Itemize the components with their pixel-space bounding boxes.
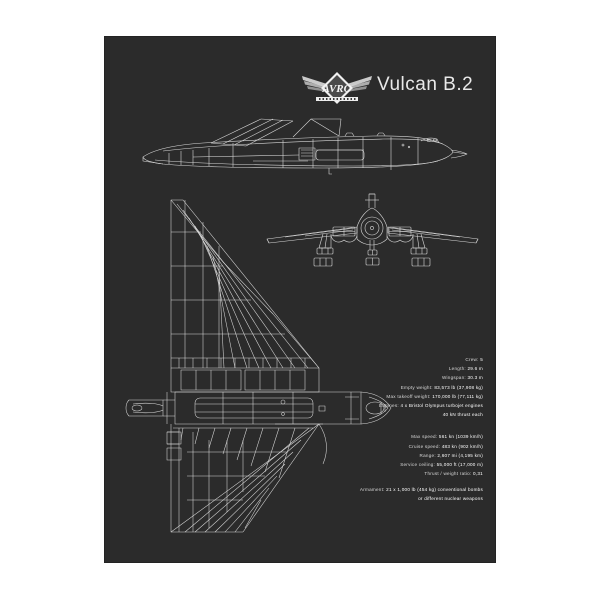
spec-group-performance: Max speed: 561 kn (1039 km/h) Cruise spe… [285, 432, 483, 478]
spec-cruise-speed-key: Cruise speed: [408, 443, 441, 449]
spec-service-ceiling: Service ceiling: 55,000 ft (17,000 m) [285, 460, 483, 469]
spec-wingspan-key: Wingspan: [441, 375, 466, 381]
spec-max-takeoff-weight-key: Max takeoff weight: [386, 393, 431, 399]
spec-thrust-weight-ratio: Thrust / weight ratio: 0,31 [285, 469, 483, 478]
spec-empty-weight-key: Empty weight: [400, 384, 433, 390]
avro-winged-logo-icon: AVRO [301, 69, 373, 107]
spec-length-value: 29.6 m [467, 366, 483, 372]
spec-group-general: Crew: 5 Length: 29.6 m Wingspan: 30.3 m … [285, 355, 483, 419]
spec-service-ceiling-value: 55,000 ft (17,000 m) [436, 462, 483, 468]
svg-text:AVRO: AVRO [321, 83, 351, 95]
spec-engine-thrust-value: 40 kN thrust each [442, 412, 483, 418]
spec-service-ceiling-key: Service ceiling: [400, 462, 436, 468]
spec-thrust-weight-ratio-value: 0,31 [473, 471, 483, 477]
spec-cruise-speed-value: 483 kn (902 km/h) [441, 443, 483, 449]
spec-armament: Armament: 21 x 1,000 lb (454 kg) convent… [255, 485, 483, 494]
spec-range-key: Range: [419, 452, 436, 458]
spec-wingspan: Wingspan: 30.3 m [285, 373, 483, 382]
specifications-block: Crew: 5 Length: 29.6 m Wingspan: 30.3 m … [285, 355, 483, 491]
spec-max-speed-value: 561 kn (1039 km/h) [438, 434, 483, 440]
spec-max-takeoff-weight-value: 170,000 lb (77,111 kg) [432, 393, 483, 399]
spec-range-value: 2,607 mi (4,195 km) [437, 452, 483, 458]
spec-length-key: Length: [448, 366, 466, 372]
spec-crew-key: Crew: [465, 357, 479, 362]
spec-wingspan-value: 30.3 m [467, 375, 483, 381]
armament-block: Armament: 21 x 1,000 lb (454 kg) convent… [255, 485, 483, 503]
spec-engines: Engines: 4 x Bristol Olympus turbojet en… [285, 401, 483, 410]
side-view-drawing [133, 117, 473, 187]
spec-empty-weight: Empty weight: 83,573 lb (37,908 kg) [285, 383, 483, 392]
spec-engines-key: Engines: [379, 403, 399, 409]
plan-view-drawing [123, 192, 413, 537]
page-title: Vulcan B.2 [377, 74, 474, 95]
spec-engines-value: 4 x Bristol Olympus turbojet engines [400, 403, 483, 409]
spec-range: Range: 2,607 mi (4,195 km) [285, 451, 483, 460]
spec-max-speed: Max speed: 561 kn (1039 km/h) [285, 432, 483, 441]
poster-header: AVRO Vulcan B.2 [105, 70, 495, 110]
spec-length: Length: 29.6 m [285, 364, 483, 373]
spec-thrust-weight-ratio-key: Thrust / weight ratio: [424, 471, 472, 477]
spec-crew-value: 5 [480, 357, 483, 362]
spec-armament-value: 21 x 1,000 lb (454 kg) conventional bomb… [386, 487, 483, 492]
blueprint-poster: AVRO Vulcan B.2 [105, 37, 495, 562]
spec-max-speed-key: Max speed: [411, 434, 438, 440]
spec-armament-alt-value: or different nuclear weapons [418, 496, 483, 502]
spec-armament-alt: or different nuclear weapons [255, 494, 483, 503]
spec-armament-key: Armament: [359, 487, 385, 492]
spec-engine-thrust: 40 kN thrust each [285, 410, 483, 419]
front-view-drawing [265, 192, 480, 277]
spec-max-takeoff-weight: Max takeoff weight: 170,000 lb (77,111 k… [285, 392, 483, 401]
spec-crew: Crew: 5 [285, 355, 483, 364]
spec-cruise-speed: Cruise speed: 483 kn (902 km/h) [285, 442, 483, 451]
spec-empty-weight-value: 83,573 lb (37,908 kg) [434, 384, 483, 390]
